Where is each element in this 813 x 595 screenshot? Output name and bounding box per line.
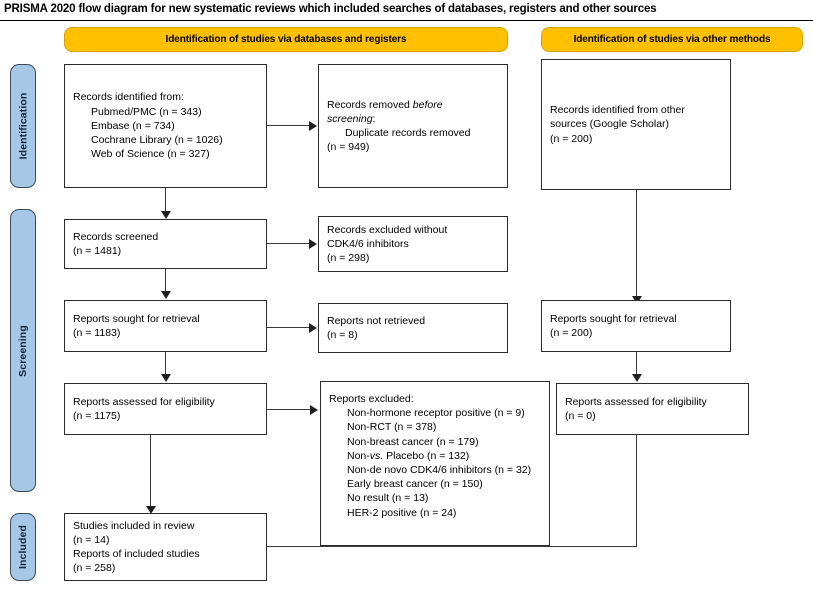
arrowhead-sought-to-not-retrieved: [309, 322, 317, 333]
stage-label-screening: Screening: [10, 209, 36, 492]
box-reports-assessed-other: Reports assessed for eligibility (n = 0): [556, 383, 749, 435]
box-reports-excluded: Reports excluded: Non-hormone receptor p…: [320, 381, 550, 546]
records-removed-line1-em: before: [412, 98, 443, 111]
reports-sought-other-label: Reports sought for retrieval: [550, 312, 677, 325]
records-identified-heading: Records identified from:: [73, 91, 184, 104]
box-reports-sought-other: Reports sought for retrieval (n = 200): [541, 300, 731, 352]
reports-excluded-item-1: Non-RCT (n = 378): [347, 421, 437, 434]
stage-identification-text: Identification: [17, 92, 30, 160]
connector-other-to-sought-other: [636, 190, 638, 300]
records-identified-item-2: Cochrane Library (n = 1026): [91, 134, 223, 147]
stage-label-included: Included: [10, 513, 36, 581]
banner-databases-registers: Identification of studies via databases …: [64, 27, 508, 52]
records-excluded-line1: Records excluded without: [327, 223, 448, 236]
records-screened-label: Records screened: [73, 230, 159, 243]
box-records-excluded: Records excluded without CDK4/6 inhibito…: [318, 216, 508, 272]
banner-databases-label: Identification of studies via databases …: [165, 34, 407, 45]
records-other-line2: sources (Google Scholar): [550, 118, 670, 131]
records-removed-count: (n = 949): [327, 141, 370, 154]
arrowhead-screened-to-excluded: [309, 238, 317, 249]
stage-included-text: Included: [17, 525, 30, 569]
vs-placebo-suffix: Placebo (n = 132): [383, 449, 470, 462]
arrowhead-identified-to-screened: [160, 211, 171, 219]
records-identified-item-3: Web of Science (n = 327): [91, 148, 210, 161]
box-reports-sought: Reports sought for retrieval (n = 1183): [64, 300, 267, 352]
page-title: PRISMA 2020 flow diagram for new systema…: [4, 3, 657, 15]
vs-placebo-em: vs.: [369, 449, 384, 462]
reports-excluded-item-2: Non-breast cancer (n = 179): [347, 435, 479, 448]
studies-included-line2: Reports of included studies: [73, 548, 200, 560]
box-reports-not-retrieved: Reports not retrieved (n = 8): [318, 303, 508, 353]
banner-other-methods-label: Identification of studies via other meth…: [573, 34, 771, 45]
reports-excluded-item-6: HER-2 positive (n = 24): [347, 506, 457, 519]
records-removed-line1-a: Records removed: [327, 98, 413, 111]
vs-placebo-prefix: Non-: [347, 449, 370, 462]
records-other-count: (n = 200): [550, 132, 593, 145]
records-identified-item-0: Pubmed/PMC (n = 343): [91, 105, 202, 118]
reports-excluded-item-0: Non-hormone receptor positive (n = 9): [347, 407, 525, 420]
records-removed-line2: screening:: [327, 112, 499, 126]
records-excluded-line2: CDK4/6 inhibitors: [327, 237, 409, 250]
reports-not-retrieved-count: (n = 8): [327, 329, 358, 341]
box-records-screened: Records screened (n = 1481): [64, 219, 267, 269]
connector-sought-to-assessed: [165, 352, 167, 377]
records-removed-item: Duplicate records removed: [345, 127, 471, 139]
connector-identified-to-screened: [165, 188, 167, 213]
reports-assessed-other-label: Reports assessed for eligibility: [565, 395, 707, 408]
connector-assessed-to-included: [150, 435, 152, 509]
reports-excluded-item-5: No result (n = 13): [347, 492, 429, 505]
reports-sought-other-count: (n = 200): [550, 327, 593, 339]
records-removed-line2-b: :: [372, 112, 376, 125]
records-identified-item-1: Embase (n = 734): [91, 119, 175, 132]
connector-assessed-other-down: [636, 435, 638, 547]
box-records-identified: Records identified from: Pubmed/PMC (n =…: [64, 64, 267, 188]
arrowhead-screened-to-sought: [160, 291, 171, 299]
arrowhead-assessed-to-excluded: [310, 404, 318, 415]
connector-assessed-to-excluded: [267, 409, 311, 411]
box-reports-assessed: Reports assessed for eligibility (n = 11…: [64, 383, 267, 435]
connector-identified-to-removed: [267, 125, 310, 127]
reports-excluded-item-vs-placebo: Non-vs. Placebo (n = 132): [329, 449, 541, 463]
records-removed-line1: Records removed before: [327, 98, 499, 112]
records-other-line1: Records identified from other: [550, 104, 685, 117]
studies-included-line1: Studies included in review: [73, 519, 195, 532]
connector-screened-to-excluded: [267, 243, 310, 245]
reports-sought-count: (n = 1183): [73, 327, 121, 339]
box-records-identified-other: Records identified from other sources (G…: [541, 59, 731, 190]
arrowhead-assessed-to-included: [145, 506, 156, 514]
box-records-removed: Records removed before screening: Duplic…: [318, 64, 508, 188]
arrowhead-identified-to-removed: [309, 120, 317, 131]
arrowhead-sought-other-to-assessed-other: [631, 374, 642, 382]
records-excluded-count: (n = 298): [327, 252, 370, 265]
studies-included-count1: (n = 14): [73, 533, 110, 546]
reports-assessed-label: Reports assessed for eligibility: [73, 395, 215, 408]
reports-excluded-heading: Reports excluded:: [329, 393, 414, 405]
reports-excluded-item-4: Early breast cancer (n = 150): [347, 478, 483, 491]
banner-other-methods: Identification of studies via other meth…: [541, 27, 803, 52]
connector-sought-other-to-assessed-other: [636, 352, 638, 377]
connector-screened-to-sought: [165, 269, 167, 293]
records-screened-count: (n = 1481): [73, 245, 122, 257]
arrowhead-sought-to-assessed: [160, 374, 171, 382]
box-studies-included: Studies included in review (n = 14) Repo…: [64, 513, 267, 581]
connector-sought-to-not-retrieved: [267, 327, 310, 329]
studies-included-count2: (n = 258): [73, 562, 116, 575]
stage-screening-text: Screening: [17, 324, 30, 377]
reports-excluded-item-3: Non-de novo CDK4/6 inhibitors (n = 32): [347, 464, 532, 477]
reports-assessed-count: (n = 1175): [73, 410, 121, 422]
reports-sought-label: Reports sought for retrieval: [73, 312, 200, 325]
stage-label-identification: Identification: [10, 64, 36, 188]
connector-assessed-other-left: [265, 546, 637, 548]
title-divider: [0, 20, 813, 21]
reports-assessed-other-count: (n = 0): [565, 410, 596, 422]
records-removed-line2-em: screening: [327, 112, 373, 125]
reports-not-retrieved-label: Reports not retrieved: [327, 314, 426, 327]
